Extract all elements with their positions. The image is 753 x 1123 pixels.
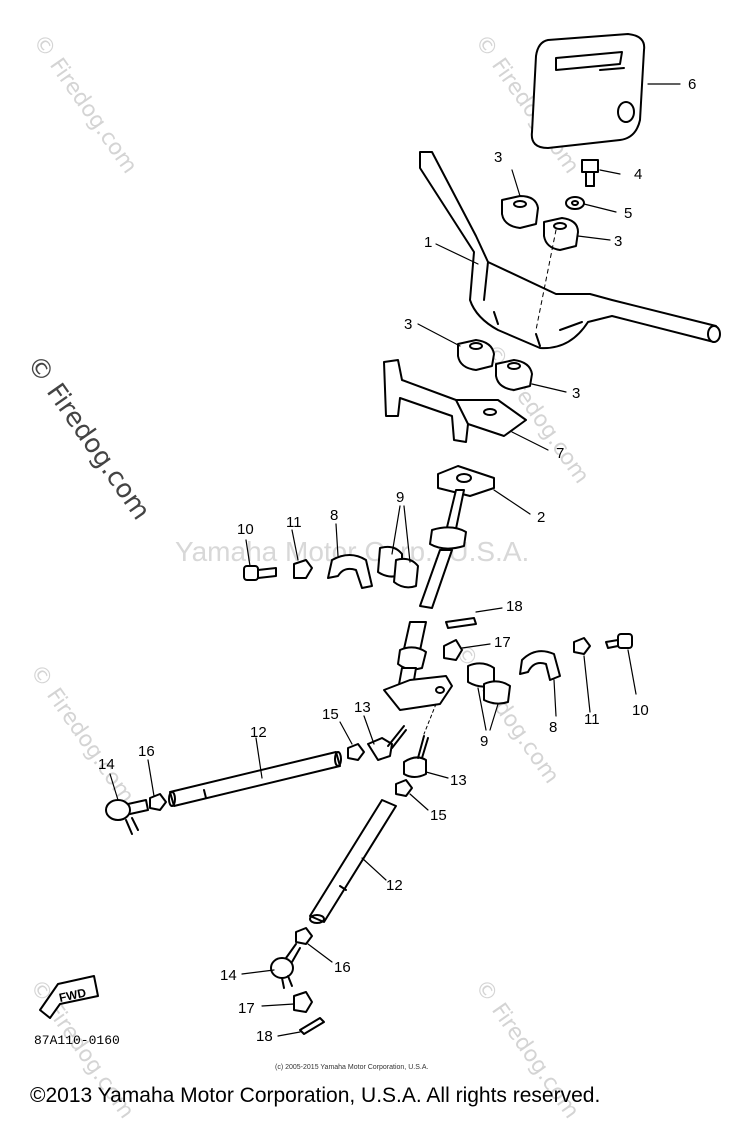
- callout-7: 7: [556, 445, 565, 462]
- cotter-pin-upper: [445, 617, 477, 629]
- callout-1: 1: [424, 234, 433, 251]
- callout-8-lower: 8: [549, 719, 558, 736]
- leader-lines: [109, 83, 681, 1037]
- clamp-lower-left: [457, 339, 495, 371]
- callout-3-d: 3: [572, 385, 581, 402]
- callout-16-bottom: 16: [334, 959, 351, 976]
- copyright-footer: ©2013 Yamaha Motor Corporation, U.S.A. A…: [30, 1084, 601, 1107]
- callout-3-c: 3: [404, 316, 413, 333]
- nut-17-upper: [443, 639, 463, 661]
- bushing-holder-upper: [327, 554, 373, 589]
- tie-rod-end-14-left: [105, 799, 149, 835]
- nut-11-upper: [293, 559, 313, 579]
- callout-10-lower: 10: [632, 702, 649, 719]
- nut-16-bottom: [295, 927, 313, 945]
- fwd-label: FWD: [58, 985, 88, 1004]
- callout-9-lower: 9: [480, 733, 489, 750]
- bushings-lower: [467, 662, 511, 705]
- callout-13-right: 13: [450, 772, 467, 789]
- tie-rod-diagonal: [309, 799, 397, 924]
- callout-14-left: 14: [98, 756, 115, 773]
- handlebar: [419, 151, 721, 350]
- nut-11-lower: [573, 637, 591, 655]
- handlebar-holder: [383, 359, 527, 443]
- callout-3-b: 3: [614, 233, 623, 250]
- steering-column: [383, 465, 495, 735]
- diagram-code: 87A110-0160: [34, 1033, 120, 1048]
- bushing-holder-lower: [519, 650, 561, 681]
- callout-11-lower: 11: [584, 711, 600, 728]
- callout-6: 6: [688, 76, 697, 93]
- clamp-upper-right: [543, 217, 579, 251]
- callout-3-a: 3: [494, 149, 503, 166]
- callout-10-upper: 10: [237, 521, 254, 538]
- clamp-lower-right: [495, 359, 533, 391]
- callout-5: 5: [624, 205, 633, 222]
- bolt-4: [581, 159, 599, 187]
- tie-rod-end-14-bottom: [270, 943, 301, 989]
- callout-17-bottom: 17: [238, 1000, 255, 1017]
- tie-rod-end-13-right: [403, 735, 429, 778]
- callout-15-right: 15: [430, 807, 447, 824]
- callout-2: 2: [537, 509, 546, 526]
- callout-13-left: 13: [354, 699, 371, 716]
- callout-12-lower: 12: [386, 877, 403, 894]
- bolt-10-upper: [243, 565, 277, 581]
- fwd-arrow-icon: [39, 975, 99, 1019]
- small-copyright: (c) 2005-2015 Yamaha Motor Corporation, …: [275, 1064, 429, 1071]
- clamp-upper-left: [501, 195, 539, 229]
- callout-4: 4: [634, 166, 643, 183]
- callout-18-upper: 18: [506, 598, 523, 615]
- callout-14-bottom: 14: [220, 967, 237, 984]
- nut-15-left: [347, 743, 365, 761]
- tie-rod-horizontal: [168, 751, 342, 807]
- callout-18-bottom: 18: [256, 1028, 273, 1045]
- callout-17-upper: 17: [494, 634, 511, 651]
- callout-15-left: 15: [322, 706, 339, 723]
- nut-16-left: [149, 793, 167, 811]
- handlebar-pad: [530, 33, 646, 149]
- callout-11-upper: 11: [286, 514, 302, 531]
- callout-9-upper: 9: [396, 489, 405, 506]
- bolt-10-lower: [605, 633, 633, 649]
- nut-17-bottom: [293, 991, 313, 1013]
- nut-5: [565, 196, 585, 210]
- callout-8-upper: 8: [330, 507, 339, 524]
- callout-16-left: 16: [138, 743, 155, 760]
- callout-12-upper: 12: [250, 724, 267, 741]
- nut-15-right: [395, 779, 413, 797]
- cotter-pin-bottom: [299, 1017, 325, 1035]
- bushings-upper: [377, 545, 419, 589]
